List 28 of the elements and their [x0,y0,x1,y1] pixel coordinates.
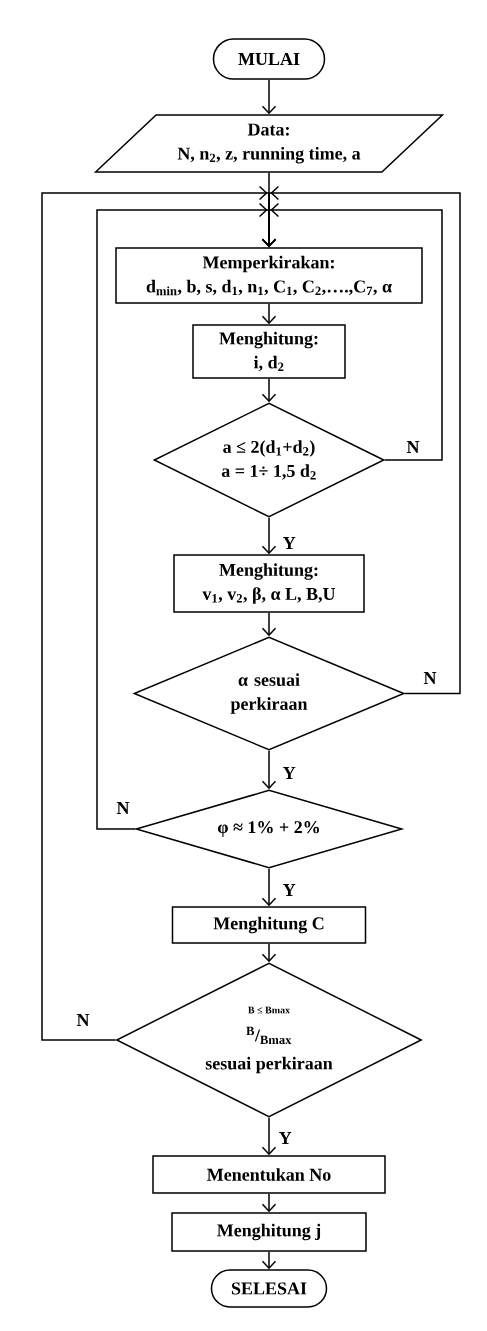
edge-label: N [422,671,438,685]
arrow [261,612,277,637]
arrow [261,517,277,555]
arrow [261,1193,277,1213]
edge-label: Y [281,766,297,780]
edge-label: Y [281,883,297,897]
arrow [261,750,277,790]
process-box: Menghitung j [171,1212,367,1252]
process-box: Memperkirakan: d$_{min}$, b, s, d$_{1}$, n$_{1}$, C$_{1}$, C$_{2}$,….,C$_{7}$, α [115,247,423,304]
terminal-box: MULAI [212,38,326,80]
arrow [41,185,277,1041]
terminal-box: SELESAI [210,1269,328,1308]
edge-label: N [115,801,131,815]
arrow [261,378,277,403]
process-box: Menghitung C [171,906,367,944]
arrow [261,79,277,115]
arrow [261,943,277,963]
edge-label: N [75,1013,91,1027]
arrow [261,868,277,907]
arrow [261,303,277,325]
process-box: Menghitung: i, d$_{2}$ [192,324,346,379]
edge-label: N [405,440,421,454]
edge-label: Y [277,1131,293,1145]
arrow [261,1117,277,1156]
arrow [261,1251,277,1270]
process-box: Menghitung: v$_{1}$, v$_{2}$, β, α L, B,U [173,554,365,613]
process-box: Menentukan No [152,1155,386,1194]
edge-label: Y [281,536,297,550]
